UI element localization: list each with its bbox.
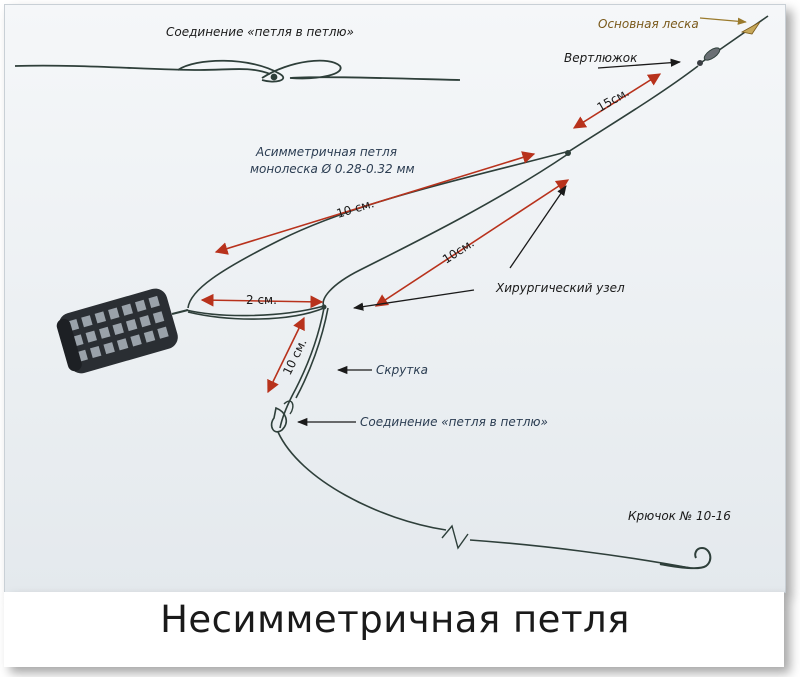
twist-label: Скрутка <box>376 363 428 377</box>
measure-2cm-label: 2 см. <box>246 293 277 307</box>
measure-10cm-top-label: 10 см. <box>335 196 376 221</box>
rig-lines <box>185 65 699 569</box>
swivel-pointer <box>597 58 682 69</box>
surgical-knot-label: Хирургический узел <box>495 281 625 295</box>
labels: Соединение «петля в петлю» Основная леск… <box>166 17 731 523</box>
swivel-label: Вертлюжок <box>564 51 638 65</box>
measure-15cm-arrow <box>572 73 662 129</box>
swivel-icon <box>697 47 721 66</box>
measure-10cm-low-arrow <box>267 316 305 394</box>
asym-loop-label-2: монолеска Ø 0.28-0.32 мм <box>250 162 415 176</box>
diagram-title: Несимметричная петля <box>160 598 630 641</box>
measure-15cm-label: 15см. <box>595 85 632 114</box>
measure-10cm-mid-arrow <box>374 179 570 307</box>
measurement-arrows <box>200 73 662 394</box>
measure-10cm-mid-label: 10см. <box>440 236 477 267</box>
top-loop-connection-illustration <box>14 59 461 83</box>
measure-2cm-arrow <box>200 293 324 309</box>
surgical-knot-pointer-b <box>352 289 475 311</box>
bottom-connection-label: Соединение «петля в петлю» <box>360 415 548 429</box>
top-connection-label: Соединение «петля в петлю» <box>166 25 354 39</box>
cage-feeder-icon <box>56 288 189 374</box>
main-line-pointer <box>699 17 747 25</box>
main-line-label: Основная леска <box>598 17 699 31</box>
knot-markers <box>270 150 571 433</box>
fish-hook-icon <box>659 546 712 570</box>
measurement-labels: 15см. 10 см. 10см. 2 см. 10 см. <box>246 85 632 377</box>
pointer-arrows <box>296 17 747 427</box>
asym-loop-label-1: Асимметричная петля <box>255 145 397 159</box>
hook-label: Крючок № 10-16 <box>628 509 731 523</box>
title-bar <box>4 592 784 667</box>
surgical-knot-pointer-a <box>509 185 567 269</box>
